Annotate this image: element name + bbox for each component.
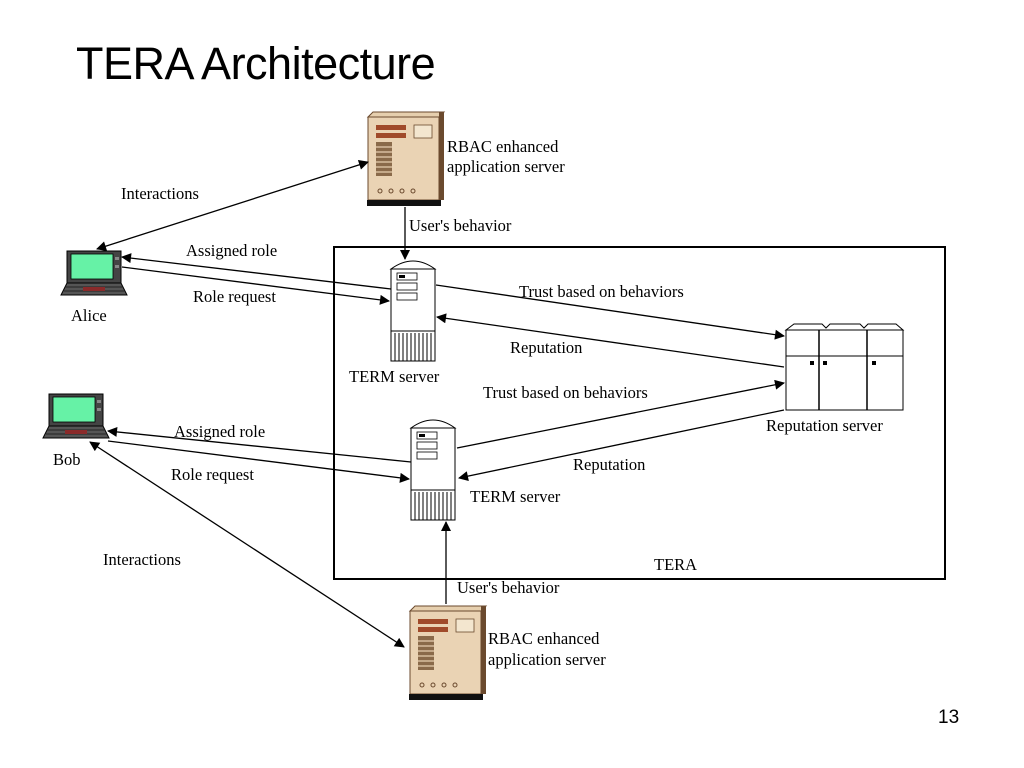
rbac-app-server-top-label-1: RBAC enhanced	[447, 137, 559, 156]
page-number: 13	[938, 707, 960, 728]
term-server-bottom-label: TERM server	[470, 487, 561, 506]
label-bob-assigned-role: Assigned role	[174, 422, 265, 441]
arrow-bob-interactions	[89, 441, 405, 648]
arrow-top-trust	[435, 284, 785, 340]
arrow-alice-assigned-role	[121, 253, 392, 290]
arrow-bottom-reputation	[458, 409, 785, 482]
term-server-top	[390, 260, 436, 362]
rbac-app-server-top-label-2: application server	[447, 157, 565, 176]
tera-boundary	[333, 246, 946, 580]
label-bottom-reputation: Reputation	[573, 455, 645, 474]
rbac-app-server-bottom-label-1: RBAC enhanced	[488, 629, 600, 648]
alice-laptop	[60, 250, 128, 296]
bob-laptop	[42, 393, 110, 439]
alice-label: Alice	[71, 306, 107, 325]
rbac-app-server-bottom-label-2: application server	[488, 650, 606, 669]
arrow-alice-role-request	[121, 266, 390, 305]
reputation-server	[784, 323, 905, 411]
label-alice-assigned-role: Assigned role	[186, 241, 277, 260]
term-server-bottom	[410, 419, 456, 521]
arrow-alice-interactions	[96, 159, 369, 252]
slide-title: TERA Architecture	[76, 38, 436, 89]
label-top-users-behavior: User's behavior	[409, 216, 512, 235]
rbac-app-server-top	[366, 111, 445, 207]
rbac-app-server-bottom	[408, 605, 487, 701]
label-bob-interactions: Interactions	[103, 550, 181, 569]
label-alice-interactions: Interactions	[121, 184, 199, 203]
reputation-server-label: Reputation server	[766, 416, 883, 435]
label-bottom-users-behavior: User's behavior	[457, 578, 560, 597]
term-server-top-label: TERM server	[349, 367, 440, 386]
arrow-top-reputation	[436, 313, 785, 368]
label-top-reputation: Reputation	[510, 338, 582, 357]
bob-label: Bob	[53, 450, 81, 469]
tera-boundary-label: TERA	[654, 555, 697, 574]
label-bob-role-request: Role request	[171, 465, 254, 484]
label-bottom-trust: Trust based on behaviors	[483, 383, 648, 402]
arrow-bottom-trust	[456, 379, 785, 449]
label-top-trust: Trust based on behaviors	[519, 282, 684, 301]
label-alice-role-request: Role request	[193, 287, 276, 306]
